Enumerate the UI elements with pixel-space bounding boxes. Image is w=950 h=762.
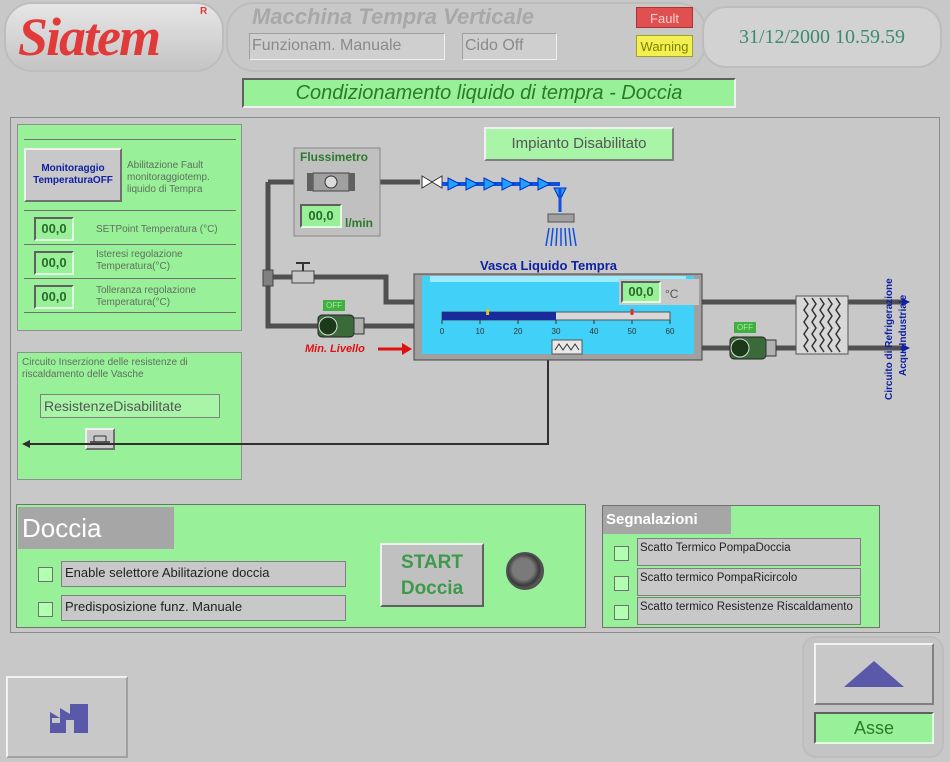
signals-title: Segnalazioni [603,506,731,534]
page-up-button[interactable] [814,643,934,705]
min-level-label: Min. Livello [305,343,365,355]
flow-unit: l/min [345,216,374,230]
tank-temp-value: 00,0 [621,281,661,303]
setpoint-temp-label: SETPoint Temperatura (°C) [96,224,218,235]
manual-mode-label: Predisposizione funz. Manuale [61,595,346,621]
temperature-bar-fill [442,312,556,320]
scale-tick-label: 10 [476,327,485,336]
scale-tick-label: 50 [628,327,637,336]
enable-shower-checkbox[interactable] [38,567,53,582]
scale-tick-label: 20 [514,327,523,336]
pump-right-status[interactable]: OFF [734,322,756,333]
logo-panel [4,2,224,72]
signal-indicator-2 [614,576,629,591]
home-button[interactable] [6,676,128,758]
setpoint-marker [486,309,490,315]
cooling-circuit-label-2: AcquaIndustriale [898,294,909,376]
temperature-scale: 0 10 20 30 40 50 60 [440,309,675,336]
divider [24,139,236,140]
scale-tick-label: 30 [552,327,561,336]
tank-title: Vasca Liquido Tempra [480,258,618,273]
signal-label-1: Scatto Termico PompaDoccia [637,538,861,566]
divider [24,278,236,279]
triangle-up-icon [844,661,904,687]
siatem-logo: Siatem [18,7,161,67]
start-label: START [401,552,463,573]
signal-label-3: Scatto termico Resistenze Riscaldamento [637,597,861,625]
shower-status-lamp-icon [506,552,544,590]
monitor-temperature-button[interactable]: Monitoraggio TemperaturaOFF [24,148,122,202]
signal-label-2: Scatto termico PompaRicircolo [637,568,861,596]
divider [24,210,236,211]
scale-tick-label: 40 [590,327,599,336]
manual-mode-checkbox[interactable] [38,602,53,617]
cycle-field: Cido Off [462,33,557,60]
hysteresis-temp-value[interactable]: 00,0 [34,251,74,275]
flow-value: 00,0 [300,204,342,228]
signal-indicator-3 [614,605,629,620]
pump-left-status[interactable]: OFF [323,300,345,311]
monitor-description: Abilitazione Fault monitoraggiotemp. liq… [127,160,210,195]
scale-tick-label: 0 [440,327,445,336]
shower-label: Doccia [400,578,464,599]
factory-home-icon [50,704,88,733]
screen-title: Condizionamento liquido di tempra - Docc… [242,78,736,108]
datetime-display: 31/12/2000 10.59.59 [702,6,942,68]
hysteresis-temp-label: Isteresi regolazione Temperatura(°C) [96,249,183,272]
doccia-title: Doccia [18,507,174,549]
limit-marker [630,309,634,315]
tolerance-temp-value[interactable]: 00,0 [34,285,74,309]
registered-mark: R [200,6,208,17]
signal-indicator-1 [614,546,629,561]
plant-status-button[interactable]: Impianto Disabilitato [484,127,674,161]
mode-field: Funzionam. Manuale [249,33,445,60]
divider [24,244,236,245]
warning-indicator[interactable]: Warning [636,35,693,57]
heater-status: ResistenzeDisabilitate [40,394,220,418]
flowmeter-title: Flussimetro [300,150,369,164]
scale-tick-label: 60 [666,327,675,336]
start-shower-button[interactable]: START Doccia [380,543,484,607]
enable-shower-label: Enable selettore Abilitazione doccia [61,561,346,587]
setpoint-temp-value[interactable]: 00,0 [34,217,74,241]
divider [24,312,236,313]
fault-indicator[interactable]: Fault [636,7,693,28]
axis-button[interactable]: Asse [814,712,934,744]
machine-title: Macchina Tempra Verticale [252,4,535,29]
switch-icon [90,435,110,443]
tolerance-temp-label: Tolleranza regolazione Temperatura(°C) [96,285,197,308]
heater-title: Circuito Inserzione delle resistenze di … [22,357,188,380]
tank-temp-unit: °C [665,287,679,301]
cooling-circuit-label-1: Circuito di Refrigerazione [884,278,895,400]
